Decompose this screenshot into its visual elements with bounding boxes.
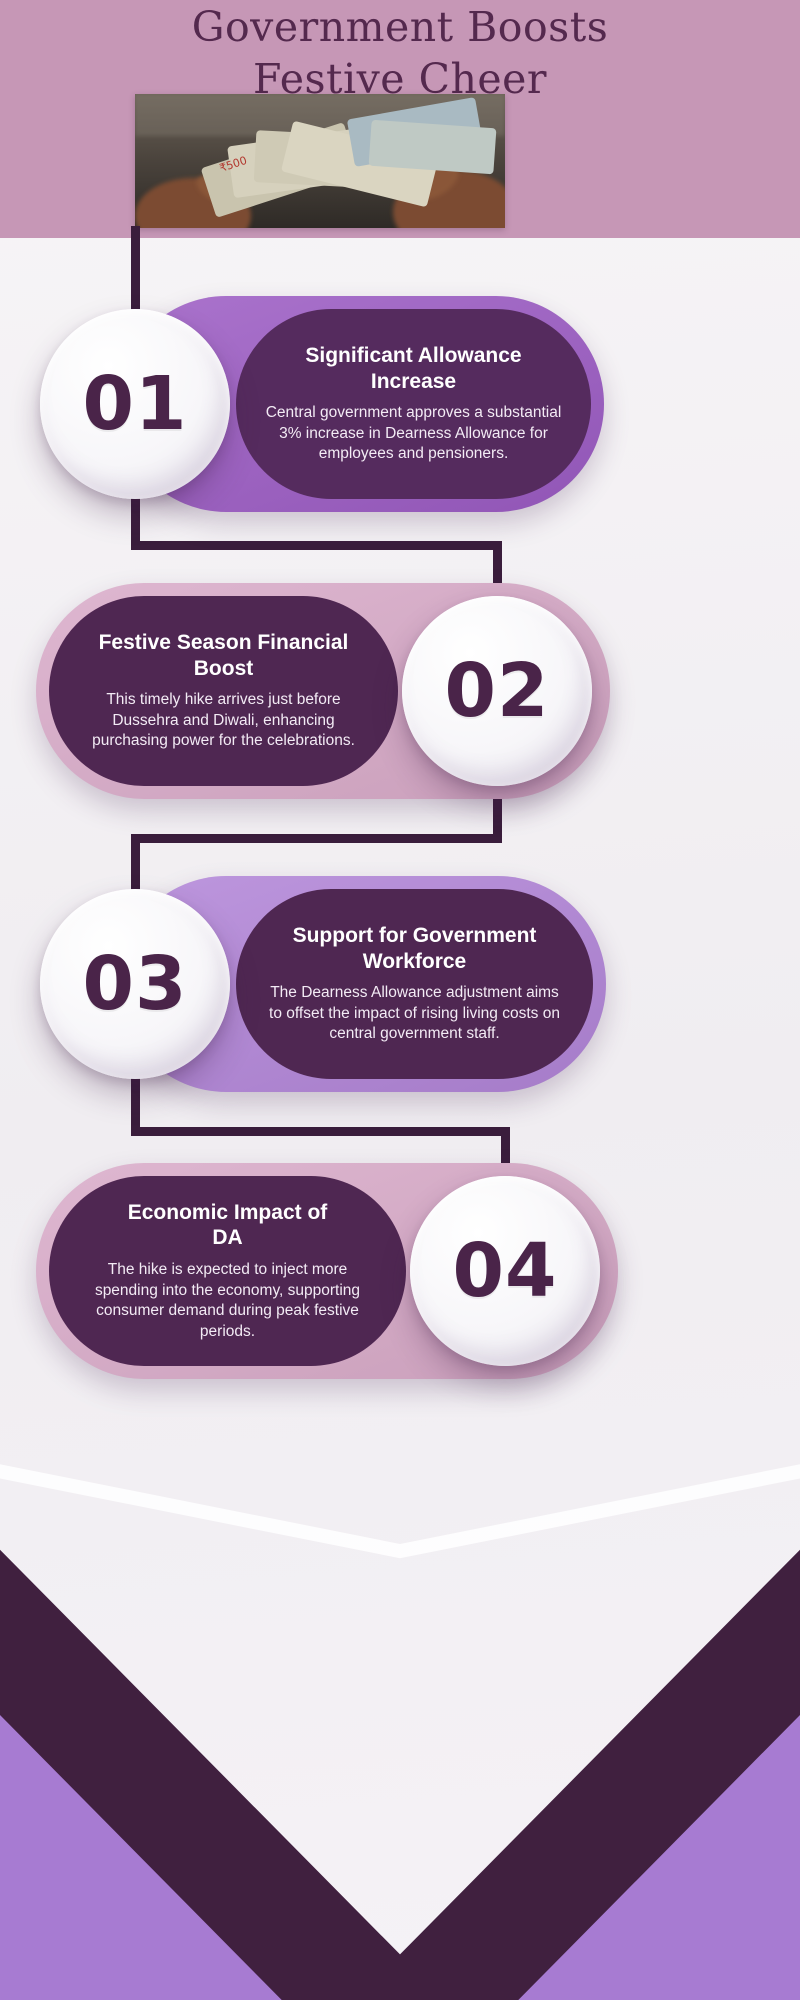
step-02-number-badge: 02 <box>402 596 592 786</box>
step-title: Economic Impact of DA <box>127 1200 328 1250</box>
festive-cash-photo: ₹500 <box>135 94 505 228</box>
page-title-line1: Government Boosts <box>191 3 609 51</box>
timeline-connector <box>131 834 502 843</box>
timeline-connector <box>131 1127 510 1136</box>
step-number: 01 <box>82 361 188 447</box>
step-02-pill: Festive Season Financial Boost This time… <box>49 596 398 786</box>
step-title: Festive Season Financial Boost <box>98 630 349 680</box>
step-01-number-badge: 01 <box>40 309 230 499</box>
timeline-connector <box>131 541 502 550</box>
step-description: The hike is expected to inject more spen… <box>94 1260 361 1340</box>
step-number: 02 <box>444 648 550 734</box>
step-title: Significant Allowance Increase <box>305 343 522 393</box>
step-description: The Dearness Allowance adjustment aims t… <box>269 984 560 1043</box>
step-04-pill: Economic Impact of DA The hike is expect… <box>49 1176 406 1366</box>
cash-photo-illustration: ₹500 <box>135 94 505 228</box>
step-01-pill: Significant Allowance Increase Central g… <box>236 309 591 499</box>
footer-decoration <box>0 1430 800 2000</box>
step-03-number-badge: 03 <box>40 889 230 1079</box>
page-title: Government Boosts Festive Cheer <box>0 0 800 105</box>
step-description: Central government approves a substantia… <box>265 404 562 463</box>
banknotes-fan: ₹500 <box>201 97 497 217</box>
step-title: Support for Government Workforce <box>292 923 537 973</box>
step-description: This timely hike arrives just before Dus… <box>92 691 355 750</box>
step-number: 03 <box>82 941 188 1027</box>
step-number: 04 <box>452 1228 558 1314</box>
step-04-number-badge: 04 <box>410 1176 600 1366</box>
step-03-pill: Support for Government Workforce The Dea… <box>236 889 593 1079</box>
